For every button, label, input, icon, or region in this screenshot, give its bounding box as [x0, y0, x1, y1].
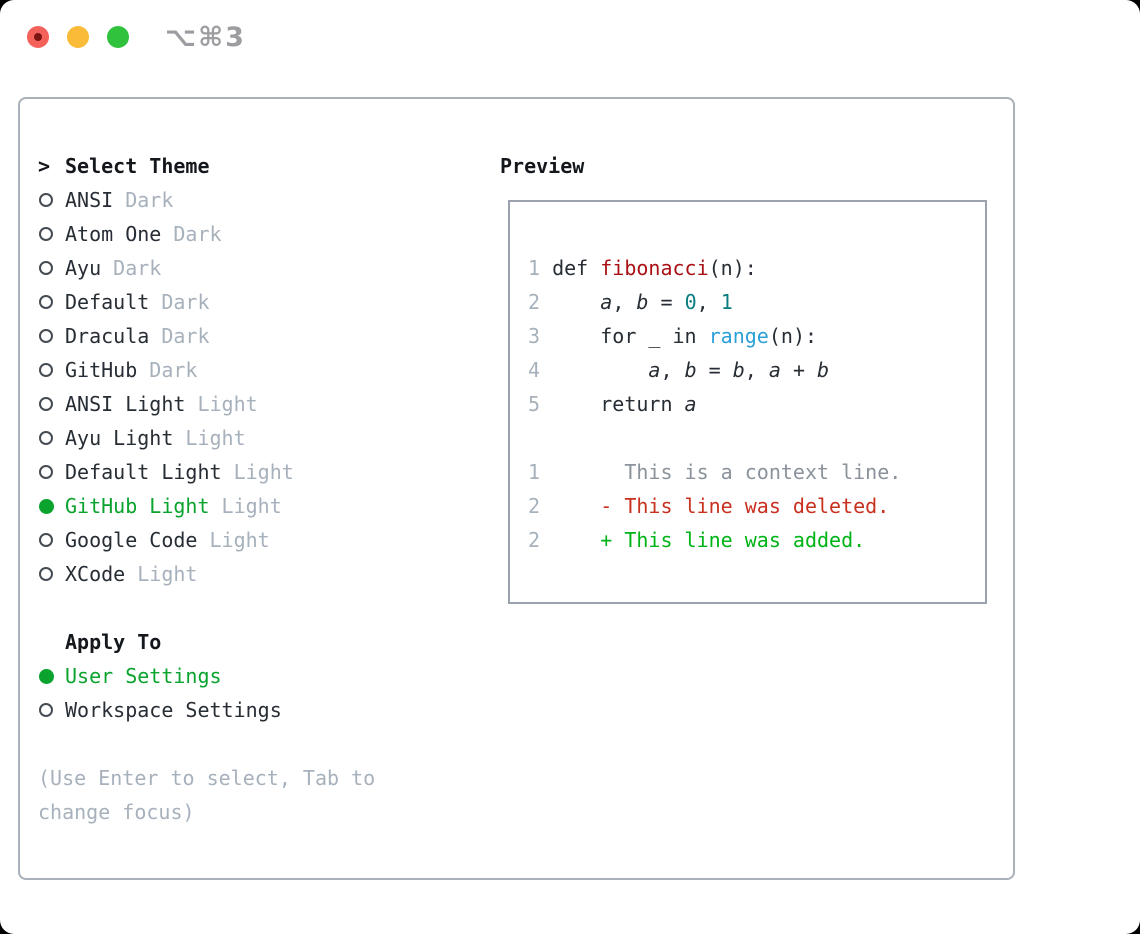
theme-option-ayu[interactable]: Ayu Dark [38, 251, 468, 285]
radio-selected-icon [38, 498, 65, 514]
radio-icon [38, 533, 65, 547]
theme-option-github-light[interactable]: GitHub Light Light [38, 489, 468, 523]
preview-line: 5 return a [528, 392, 697, 416]
theme-name: Default Light [65, 460, 222, 484]
preview-line: 2 + This line was added. [528, 528, 866, 552]
theme-name: GitHub [65, 358, 138, 382]
theme-variant: Light [221, 460, 294, 484]
theme-variant: Dark [113, 188, 174, 212]
minimize-button[interactable] [67, 26, 89, 48]
radio-icon [38, 397, 65, 411]
theme-variant: Dark [149, 324, 210, 348]
preview-line: 4 a, b = b, a + b [528, 358, 830, 382]
theme-name: ANSI [65, 188, 114, 212]
radio-selected-icon [38, 668, 65, 684]
radio-icon [38, 329, 65, 343]
theme-option-github[interactable]: GitHub Dark [38, 353, 468, 387]
theme-variant: Light [185, 392, 258, 416]
radio-icon [38, 703, 65, 717]
theme-name: Google Code [65, 528, 198, 552]
theme-name: XCode [65, 562, 126, 586]
preview-line [528, 421, 901, 455]
apply-option-label: Workspace Settings [65, 698, 282, 722]
theme-name: Default [65, 290, 150, 314]
theme-name: Ayu [65, 256, 102, 280]
radio-icon [38, 465, 65, 479]
theme-option-default-light[interactable]: Default Light Light [38, 455, 468, 489]
preview-line: 1 def fibonacci(n): [528, 256, 757, 280]
theme-name: ANSI Light [65, 392, 186, 416]
select-theme-header: Select Theme [65, 154, 210, 178]
radio-icon [38, 227, 65, 241]
theme-name: Ayu Light [65, 426, 174, 450]
window-title: ⌥⌘3 [165, 22, 246, 53]
preview-box: 1 def fibonacci(n): 2 a, b = 0, 1 3 for _ … [508, 200, 987, 604]
spacer [38, 591, 468, 625]
theme-option-ansi-light[interactable]: ANSI Light Light [38, 387, 468, 421]
theme-option-atom-one[interactable]: Atom One Dark [38, 217, 468, 251]
theme-variant: Dark [161, 222, 222, 246]
theme-variant: Dark [101, 256, 162, 280]
apply-option-label: User Settings [65, 664, 222, 688]
apply-option-workspace-settings[interactable]: Workspace Settings [38, 693, 468, 727]
theme-option-ansi[interactable]: ANSI Dark [38, 183, 468, 217]
radio-icon [38, 295, 65, 309]
preview-line: 3 for _ in range(n): [528, 324, 818, 348]
theme-option-xcode[interactable]: XCode Light [38, 557, 468, 591]
theme-variant: Light [209, 494, 282, 518]
theme-variant: Dark [149, 290, 210, 314]
theme-option-ayu-light[interactable]: Ayu Light Light [38, 421, 468, 455]
theme-name: Dracula [65, 324, 150, 348]
theme-variant: Light [173, 426, 246, 450]
theme-variant: Light [197, 528, 270, 552]
radio-icon [38, 363, 65, 377]
zoom-button[interactable] [107, 26, 129, 48]
theme-option-default[interactable]: Default Dark [38, 285, 468, 319]
preview-line: 2 a, b = 0, 1 [528, 290, 733, 314]
apply-to-header-row: Apply To [38, 625, 468, 659]
hint-text: (Use Enter to select, Tab to change focu… [38, 766, 376, 824]
preview-line: 1 This is a context line. [528, 460, 902, 484]
theme-variant: Light [125, 562, 198, 586]
spacer [38, 727, 468, 761]
radio-icon [38, 431, 65, 445]
preview-line: 2 - This line was deleted. [528, 494, 890, 518]
radio-icon [38, 261, 65, 275]
apply-option-user-settings[interactable]: User Settings [38, 659, 468, 693]
theme-name: Atom One [65, 222, 162, 246]
prompt-icon: > [38, 154, 51, 178]
titlebar: ⌥⌘3 [0, 0, 1140, 64]
theme-option-dracula[interactable]: Dracula Dark [38, 319, 468, 353]
apply-to-header: Apply To [65, 630, 162, 654]
select-theme-header-row: > Select Theme [38, 149, 468, 183]
close-button[interactable] [27, 26, 49, 48]
theme-name: GitHub Light [65, 494, 210, 518]
theme-option-google-code[interactable]: Google Code Light [38, 523, 468, 557]
radio-icon [38, 567, 65, 581]
radio-icon [38, 193, 65, 207]
theme-variant: Dark [137, 358, 198, 382]
preview-header: Preview [500, 154, 585, 178]
preview-content: 1 def fibonacci(n): 2 a, b = 0, 1 3 for _ … [528, 251, 901, 557]
